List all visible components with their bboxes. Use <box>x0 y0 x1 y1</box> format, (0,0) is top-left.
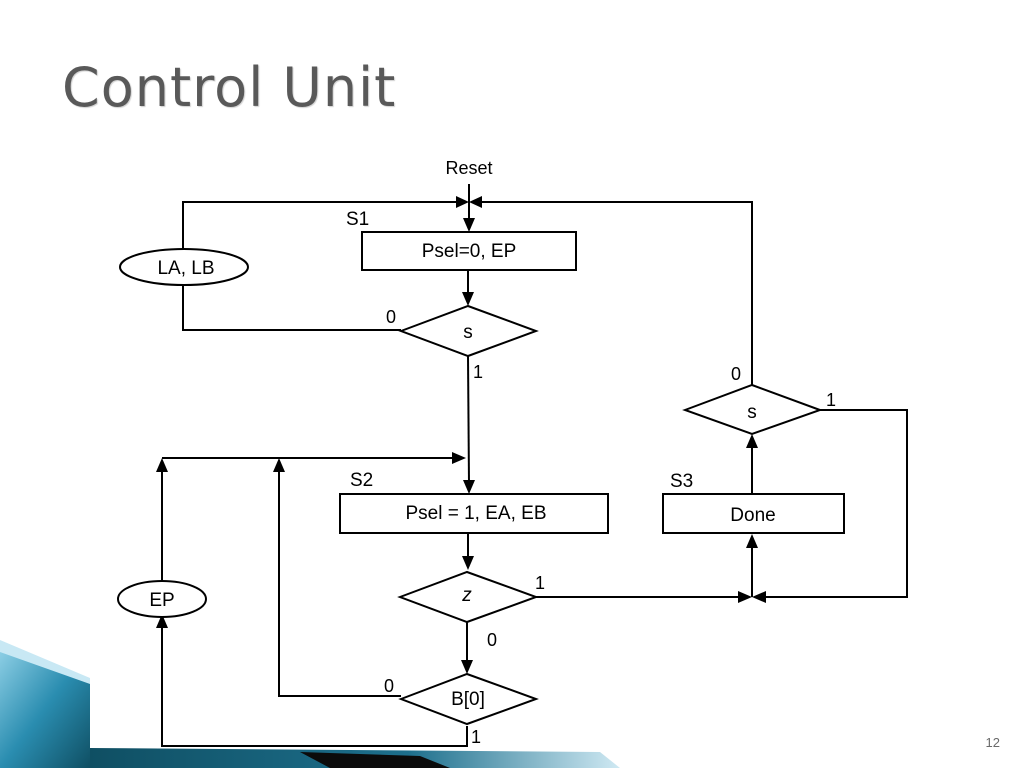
ep-oval <box>117 580 207 618</box>
b0-one-path <box>161 624 468 747</box>
s3-zero-loop <box>478 201 753 385</box>
slide-number: 12 <box>985 735 1000 750</box>
ep-label: EP <box>149 590 174 611</box>
arrowhead <box>273 458 285 472</box>
decision-s-state1-label: s <box>463 322 473 343</box>
state-s1-label: S1 <box>346 209 369 230</box>
decision-s-state3 <box>682 383 823 436</box>
branch-label: 0 <box>731 364 741 384</box>
la-lb-label: LA, LB <box>157 258 214 279</box>
arrowhead <box>746 434 758 448</box>
slide-title: Control Unit <box>62 56 397 119</box>
arrowhead <box>156 458 168 472</box>
arrowhead <box>752 591 766 603</box>
decision-b0 <box>398 672 539 726</box>
la-lb-oval <box>119 248 249 286</box>
state-s3-box <box>662 493 845 534</box>
b0-zero-loop <box>278 468 401 697</box>
branch-label: 1 <box>471 727 481 747</box>
branch-label: 0 <box>386 307 396 327</box>
reset-label: Reset <box>445 158 492 178</box>
branch-label: 0 <box>487 630 497 650</box>
branch-label: 1 <box>473 362 483 382</box>
branch-label: 1 <box>535 573 545 593</box>
arrowhead <box>463 218 475 232</box>
arrowhead <box>469 196 482 208</box>
arrowhead <box>746 534 758 548</box>
state-s2-label: S2 <box>350 470 373 491</box>
arrowhead <box>461 660 473 674</box>
arrowhead <box>462 556 474 570</box>
state-s1-action: Psel=0, EP <box>422 241 517 262</box>
arrowhead <box>738 591 752 603</box>
decision-s-state3-label: s <box>747 402 757 423</box>
s1-one-line <box>467 355 470 485</box>
decision-z <box>397 570 539 624</box>
arrowhead <box>156 614 168 628</box>
branch-label: 0 <box>384 676 394 696</box>
state-s2-action: Psel = 1, EA, EB <box>406 503 547 524</box>
arrowhead <box>452 452 466 464</box>
s3-one-loop <box>762 409 908 598</box>
decision-z-label: z <box>461 585 472 606</box>
decorative-ribbon <box>0 640 620 768</box>
decision-s-state1 <box>398 304 539 358</box>
arrowhead <box>462 292 474 306</box>
decision-b0-label: B[0] <box>451 689 485 710</box>
arrowhead <box>463 480 475 494</box>
arrowhead <box>456 196 469 208</box>
state-s1-box <box>361 231 577 271</box>
state-s3-label: S3 <box>670 471 693 492</box>
branch-label: 1 <box>826 390 836 410</box>
state-s2-box <box>339 493 609 534</box>
state-s3-action: Done <box>730 505 775 526</box>
